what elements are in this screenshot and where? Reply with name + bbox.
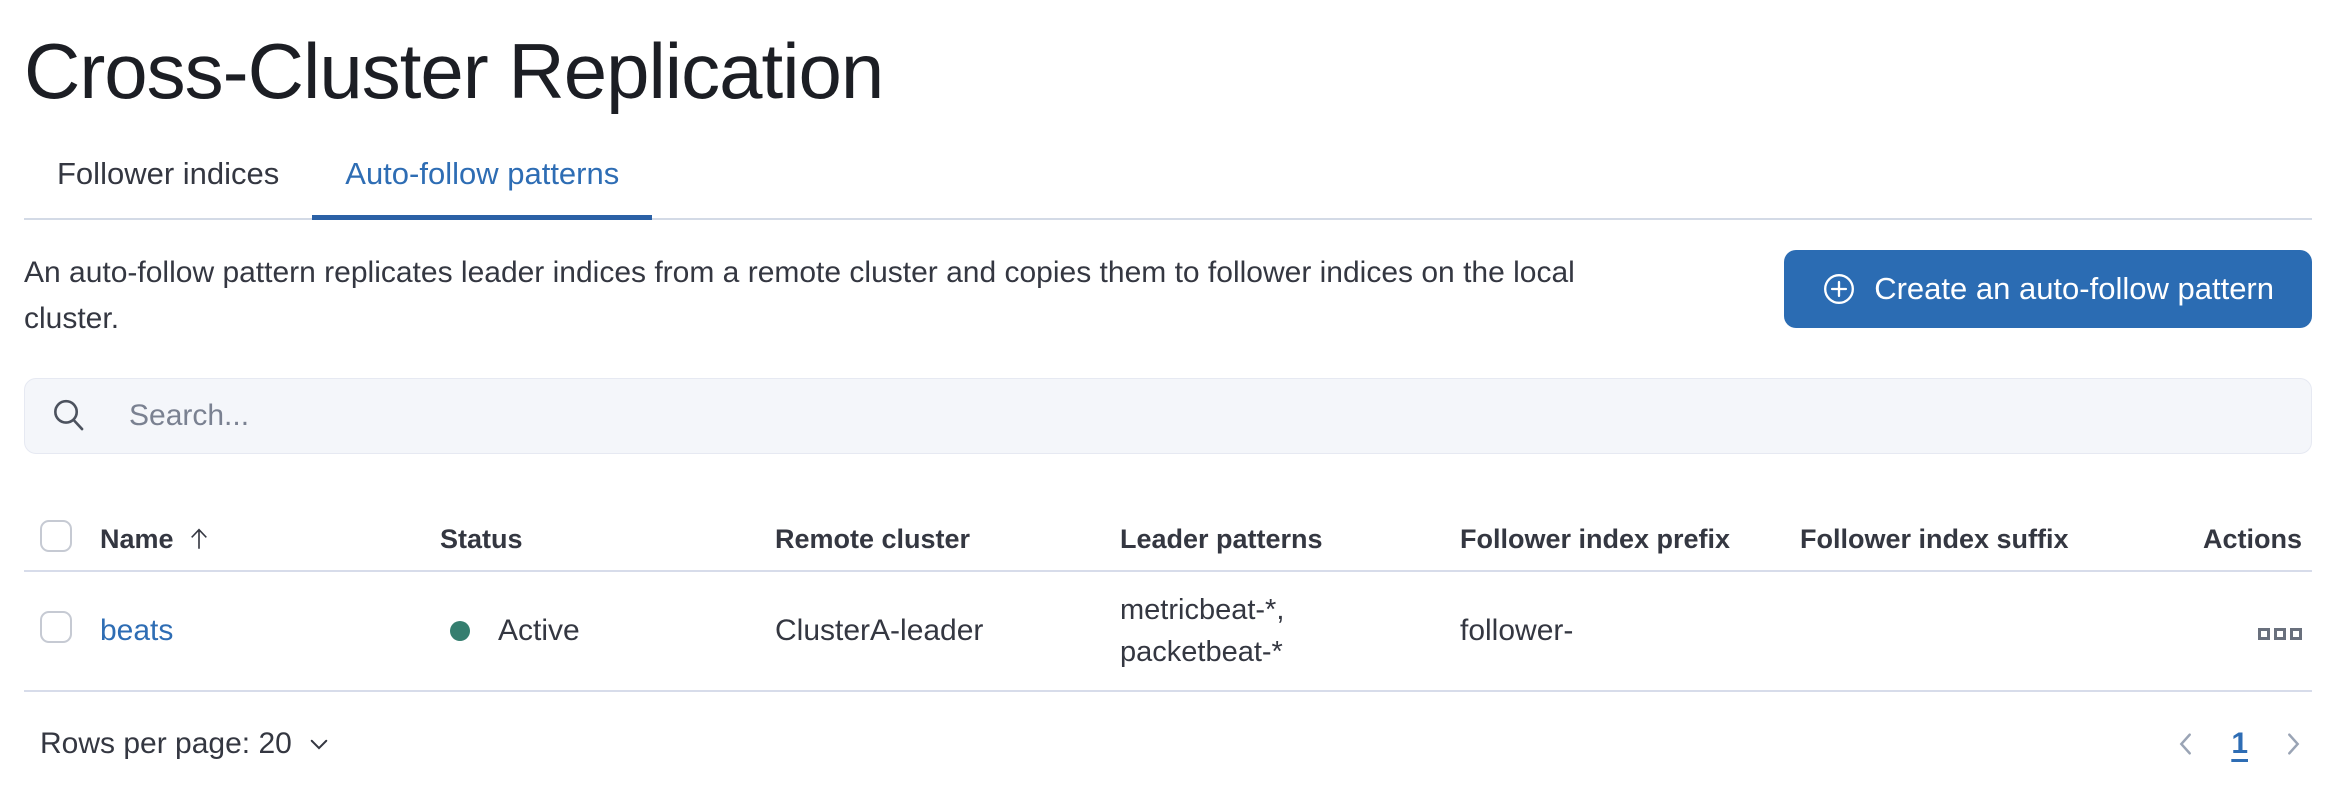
chevron-right-icon[interactable] <box>2278 729 2308 759</box>
chevron-down-icon <box>310 739 328 750</box>
boxes-horizontal-icon[interactable] <box>2258 628 2302 640</box>
column-header-actions: Actions <box>2202 523 2302 554</box>
pagination-page-1[interactable]: 1 <box>2231 727 2248 760</box>
tab-auto-follow-patterns[interactable]: Auto-follow patterns <box>312 142 653 220</box>
table-header-row: Name Status Remote cluster Leader patter… <box>24 508 2312 572</box>
name-cell: beats <box>100 614 440 648</box>
status-label: Active <box>498 614 580 647</box>
column-header-leader-patterns: Leader patterns <box>1120 523 1323 554</box>
chevron-left-icon[interactable] <box>2171 729 2201 759</box>
status-cell: Active <box>440 614 775 648</box>
select-all-cell <box>24 519 100 559</box>
pattern-name-link[interactable]: beats <box>100 614 174 647</box>
leader-pattern-line: metricbeat-*, <box>1120 594 1285 626</box>
column-header-status: Status <box>440 523 523 554</box>
search-input[interactable] <box>24 378 2312 454</box>
table-row: beats Active ClusterA-leader metricbeat-… <box>24 572 2312 692</box>
create-button-label: Create an auto-follow pattern <box>1874 271 2274 306</box>
intro-description: An auto-follow pattern replicates leader… <box>24 256 1575 335</box>
actions-cell <box>2258 614 2312 648</box>
tab-auto-follow-patterns-label: Auto-follow patterns <box>345 156 620 191</box>
create-auto-follow-pattern-button[interactable]: Create an auto-follow pattern <box>1784 250 2312 328</box>
auto-follow-patterns-table: Name Status Remote cluster Leader patter… <box>24 508 2312 692</box>
rows-per-page-button[interactable]: Rows per page: 20 <box>40 727 332 761</box>
page-title: Cross-Cluster Replication <box>24 27 884 115</box>
cross-cluster-replication-page: Cross-Cluster Replication Follower indic… <box>24 27 2312 772</box>
leader-patterns-cell: metricbeat-*, packetbeat-* <box>1120 589 1460 673</box>
tab-bar: Follower indices Auto-follow patterns <box>24 142 2312 220</box>
column-header-name-label: Name <box>100 523 174 554</box>
remote-cluster-cell: ClusterA-leader <box>775 614 984 647</box>
pagination: 1 <box>2171 727 2308 761</box>
row-select-cell <box>24 611 100 651</box>
select-row-checkbox[interactable] <box>40 611 72 643</box>
column-header-remote-cluster: Remote cluster <box>775 523 971 554</box>
tab-follower-indices-label: Follower indices <box>57 156 280 191</box>
table-footer: Rows per page: 20 1 <box>24 716 2312 772</box>
status-active-dot-icon <box>450 621 470 641</box>
select-all-checkbox[interactable] <box>40 519 72 552</box>
plus-in-circle-icon <box>1824 274 1855 304</box>
intro-section: An auto-follow pattern replicates leader… <box>24 250 2312 342</box>
search-icon <box>54 399 84 431</box>
leader-pattern-line: packetbeat-* <box>1120 636 1283 668</box>
sort-ascending-icon <box>190 528 207 549</box>
tab-follower-indices[interactable]: Follower indices <box>24 142 312 218</box>
column-header-follower-index-prefix: Follower index prefix <box>1460 523 1731 554</box>
column-header-follower-index-suffix: Follower index suffix <box>1800 523 2069 554</box>
search-bar <box>24 378 2312 454</box>
rows-per-page-label: Rows per page: 20 <box>40 727 292 760</box>
column-header-name[interactable]: Name <box>100 524 440 555</box>
follower-index-prefix-cell: follower- <box>1460 614 1574 647</box>
